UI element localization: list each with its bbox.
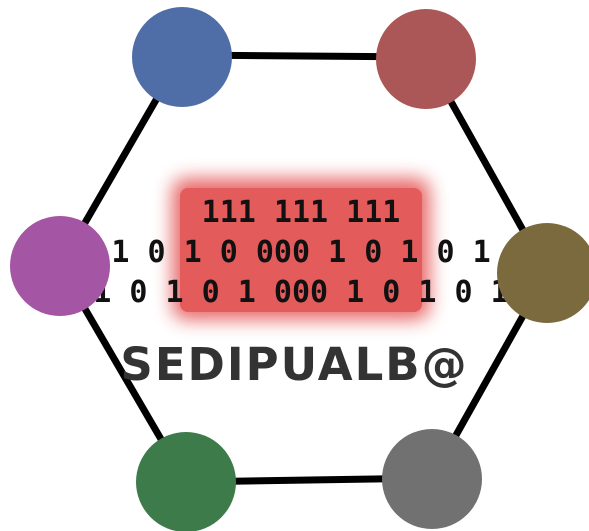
binary-row-3: 1 0 1 0 1 000 1 0 1 0 1 [93,275,508,310]
node-left [10,216,110,316]
binary-barcode: 111 111 111 1 0 1 0 000 1 0 1 0 1 1 0 1 … [93,195,508,310]
node-top-left [132,7,232,107]
node-top-right [376,9,476,109]
nodes [10,7,589,531]
wordmark: SEDIPUALB@ [120,338,469,391]
binary-row-1: 111 111 111 [202,195,401,230]
node-right [497,223,589,323]
node-bottom-right [382,429,482,529]
node-bottom-left [136,432,236,531]
binary-row-2: 1 0 1 0 000 1 0 1 0 1 [111,235,490,270]
barcode-glow [172,178,430,320]
